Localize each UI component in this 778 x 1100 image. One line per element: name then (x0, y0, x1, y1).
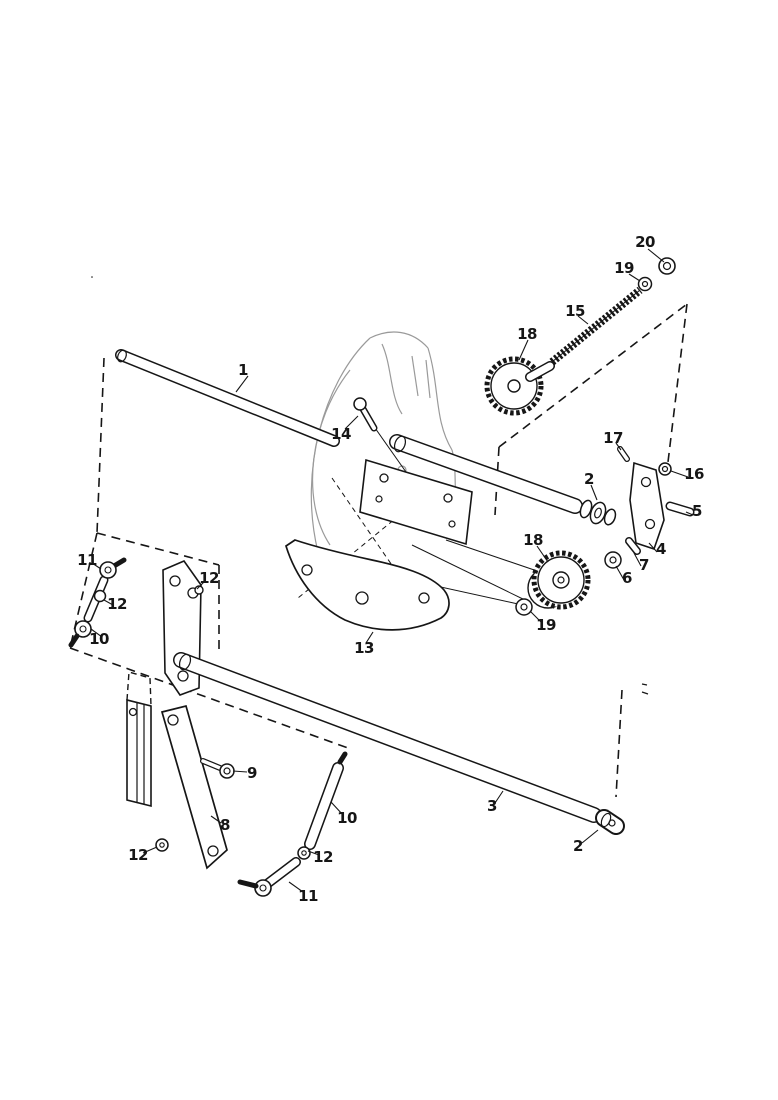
part-label-12-14: 12 (199, 569, 219, 587)
part-label-11-12: 11 (77, 551, 97, 569)
mounting-plate (359, 458, 473, 546)
nut-19-upper (637, 276, 653, 292)
part-label-2-24: 2 (573, 837, 583, 855)
bolt-16 (658, 462, 672, 476)
part-label-12-16: 12 (107, 595, 127, 613)
part-label-8-23: 8 (220, 816, 230, 834)
part-label-1-4: 1 (238, 361, 248, 379)
part-label-20-0: 20 (635, 233, 655, 251)
pin-5 (665, 501, 695, 517)
part-label-14-5: 14 (331, 425, 351, 443)
bolt-9 (200, 758, 235, 779)
rod-2 (389, 434, 583, 514)
part-label-17-6: 17 (603, 429, 623, 447)
bolt-14 (353, 397, 378, 432)
gear-18-lower (527, 550, 591, 610)
part-label-3-21: 3 (487, 797, 497, 815)
washer-6 (604, 551, 622, 569)
part-label-9-20: 9 (247, 764, 257, 782)
scan-artifacts (91, 276, 649, 695)
bolt-7 (625, 537, 641, 555)
end-cap-2 (595, 809, 625, 835)
threaded-rod-15 (549, 286, 643, 366)
arm-8 (160, 704, 228, 870)
part-label-18-3: 18 (517, 325, 537, 343)
rod-1 (115, 349, 340, 447)
rod-3 (173, 652, 602, 823)
part-label-10-18: 10 (89, 630, 109, 648)
part-label-18-10: 18 (523, 531, 543, 549)
leader-lines (90, 248, 694, 893)
washer-19-lower (515, 598, 533, 616)
gear-18-upper (484, 356, 555, 416)
part-label-4-11: 4 (656, 540, 666, 558)
part-label-10-22: 10 (337, 809, 357, 827)
part-label-7-13: 7 (639, 556, 649, 574)
nut-12-bottom-left (155, 838, 169, 852)
part-label-12-26: 12 (313, 848, 333, 866)
part-label-19-1: 19 (614, 259, 634, 277)
part-label-2-8: 2 (584, 470, 594, 488)
part-label-19-17: 19 (536, 616, 556, 634)
part-label-11-27: 11 (298, 887, 318, 905)
part-label-12-25: 12 (128, 846, 148, 864)
part-label-6-15: 6 (622, 569, 632, 587)
part-label-15-2: 15 (565, 302, 585, 320)
washer-20 (658, 257, 676, 275)
part-label-16-7: 16 (684, 465, 704, 483)
part-label-13-19: 13 (354, 639, 374, 657)
link-10-bottom (304, 751, 348, 850)
pin-17 (617, 446, 630, 462)
part-label-5-9: 5 (692, 502, 702, 520)
bracket-13 (284, 539, 450, 631)
ball-link-bottom (237, 846, 311, 897)
ball-link-top-left (68, 557, 127, 648)
washer-set-2 (579, 499, 617, 526)
channel-bracket (126, 671, 152, 808)
